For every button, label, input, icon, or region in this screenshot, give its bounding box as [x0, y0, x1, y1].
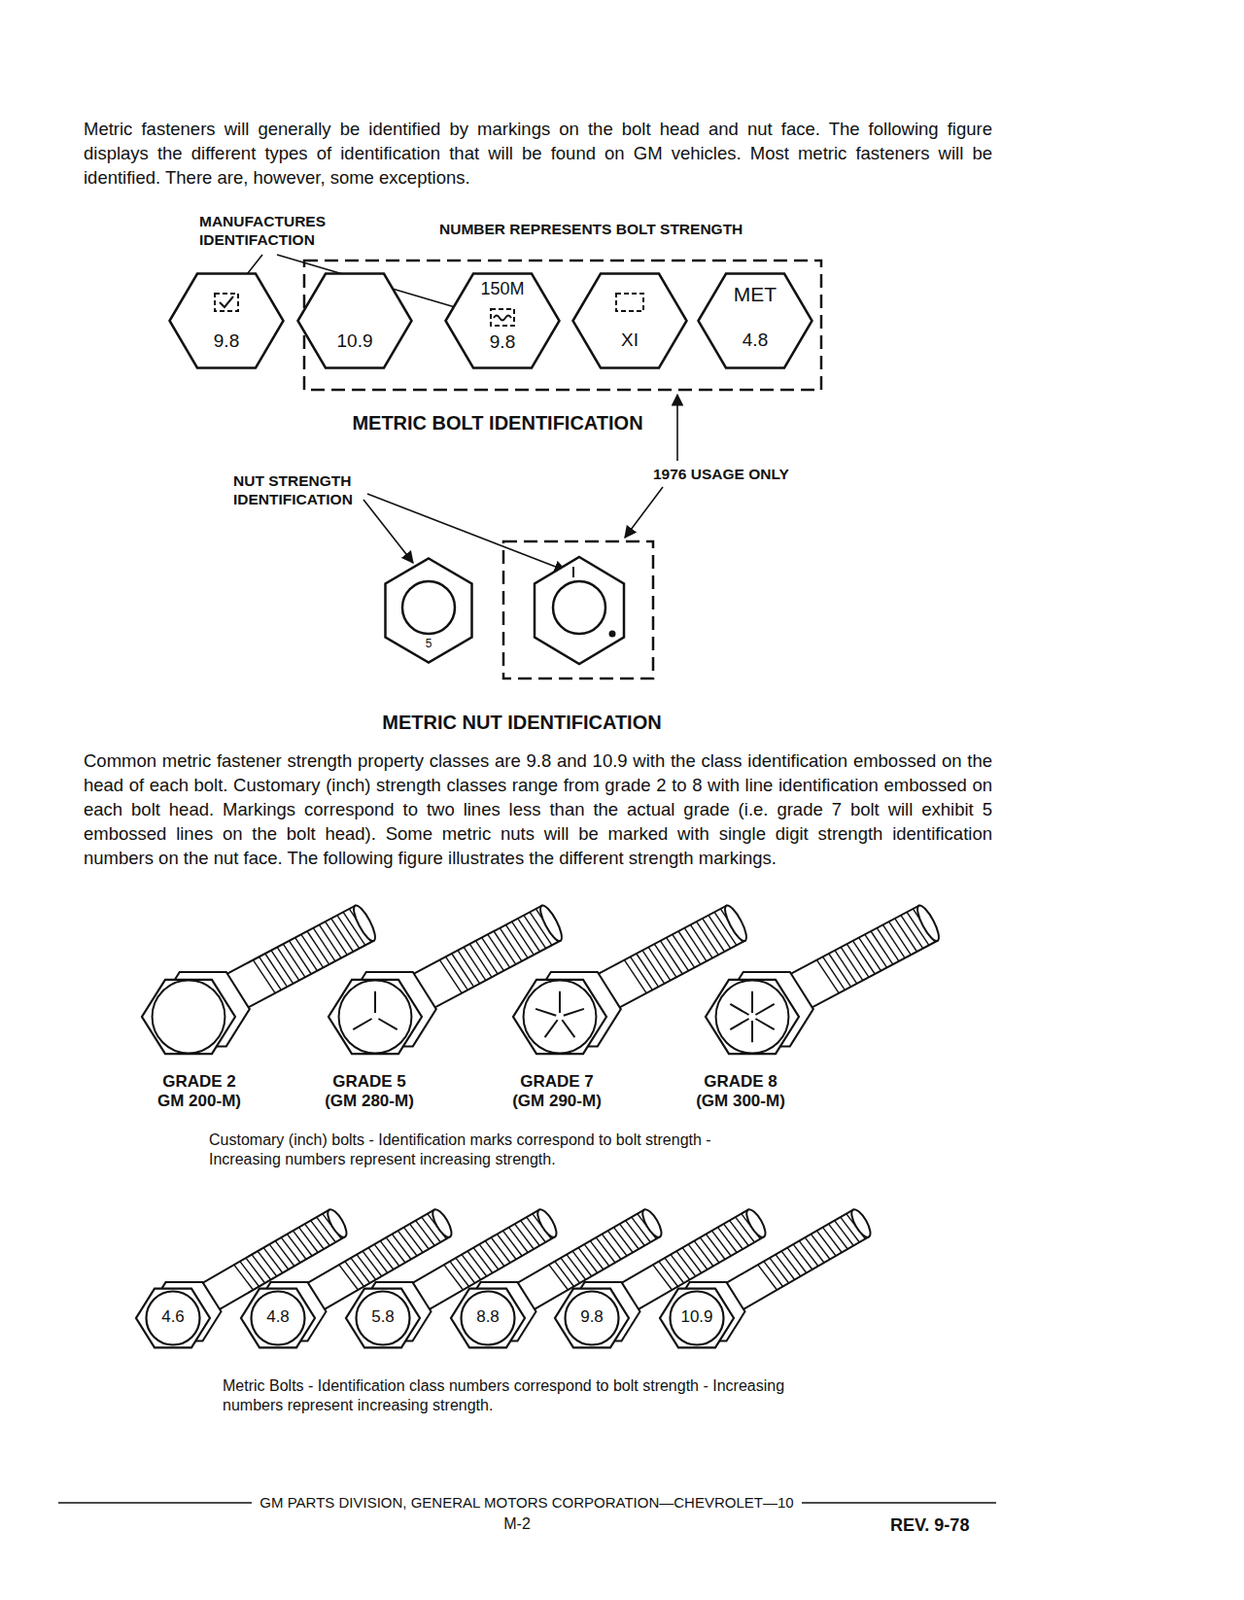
customary-bolt	[705, 902, 943, 1054]
callout-label: MANUFACTURES IDENTIFACTION	[199, 211, 370, 249]
bolt-head: MET 4.8	[696, 272, 814, 370]
paragraph: Metric fasteners will generally be ident…	[83, 116, 993, 190]
shape-outline	[296, 272, 414, 370]
bolt-head: 9.8	[168, 272, 285, 370]
bolt-head: XI	[571, 272, 689, 370]
callout-label: NUT STRENGTH IDENTIFICATION	[233, 471, 399, 509]
strength-mark: 9.8	[168, 330, 285, 352]
footer-text: GM PARTS DIVISION, GENERAL MOTORS CORPOR…	[251, 1492, 801, 1512]
figure-caption: Metric Bolts - Identification class numb…	[222, 1376, 787, 1416]
bolt-head: 150M 9.8	[444, 272, 561, 370]
nut-1976	[534, 556, 624, 664]
grade-label: (GM 300-M)	[695, 1091, 786, 1111]
bolt-head-face: 9.8	[563, 1289, 621, 1347]
bolt-head-face: 4.8	[249, 1289, 307, 1347]
bolt-head-face: 5.8	[354, 1289, 412, 1347]
grade-label: GRADE 5	[332, 1071, 407, 1092]
page-number: M-2	[503, 1514, 531, 1534]
revision-date: REV. 9-78	[890, 1514, 1007, 1536]
figure-caption: Customary (inch) bolts - Identification …	[208, 1130, 773, 1170]
bolt-head: 10.9	[296, 272, 414, 370]
strength-mark: 9.8	[444, 331, 561, 353]
grade-label: (GM 280-M)	[324, 1091, 415, 1111]
grade-label: GRADE 8	[703, 1071, 778, 1092]
strength-mark: 5	[383, 637, 474, 652]
strength-mark: MET	[696, 282, 814, 307]
dashed-box	[503, 541, 654, 679]
nut-face: 5	[383, 556, 474, 664]
strength-mark: 10.9	[296, 330, 414, 352]
bolt-head-face: 10.9	[668, 1289, 726, 1347]
shape-outline	[571, 272, 689, 370]
grade-label: GRADE 2	[162, 1071, 237, 1092]
strength-mark: 4.6	[144, 1307, 202, 1327]
strength-mark: 9.8	[563, 1307, 621, 1327]
leader-arrow	[624, 486, 663, 538]
strength-mark: 8.8	[459, 1307, 517, 1327]
grade-label: GM 200-M)	[157, 1091, 242, 1111]
paragraph: Common metric fastener strength property…	[83, 748, 993, 870]
strength-mark: 4.8	[696, 329, 814, 351]
strength-mark: 5.8	[354, 1307, 412, 1327]
callout-label: NUMBER REPRESENTS BOLT STRENGTH	[439, 219, 829, 239]
shape-outline	[168, 272, 285, 370]
grade-label: (GM 290-M)	[512, 1091, 602, 1111]
leader-arrow	[367, 493, 566, 571]
strength-mark: 150M	[444, 278, 561, 300]
figure-title: METRIC NUT IDENTIFICATION	[381, 710, 661, 734]
bolt-head-face: 4.6	[144, 1289, 202, 1347]
bolt-head-face: 8.8	[459, 1289, 517, 1347]
strength-mark: XI	[571, 329, 689, 351]
strength-mark: 10.9	[668, 1307, 726, 1327]
leader-arrow	[676, 394, 679, 461]
figure-title: METRIC BOLT IDENTIFICATION	[351, 411, 643, 435]
strength-mark: 4.8	[249, 1307, 307, 1327]
metric-bolt	[659, 1207, 874, 1348]
callout-label: 1976 USAGE ONLY	[653, 464, 848, 484]
grade-label: GRADE 7	[519, 1071, 594, 1092]
